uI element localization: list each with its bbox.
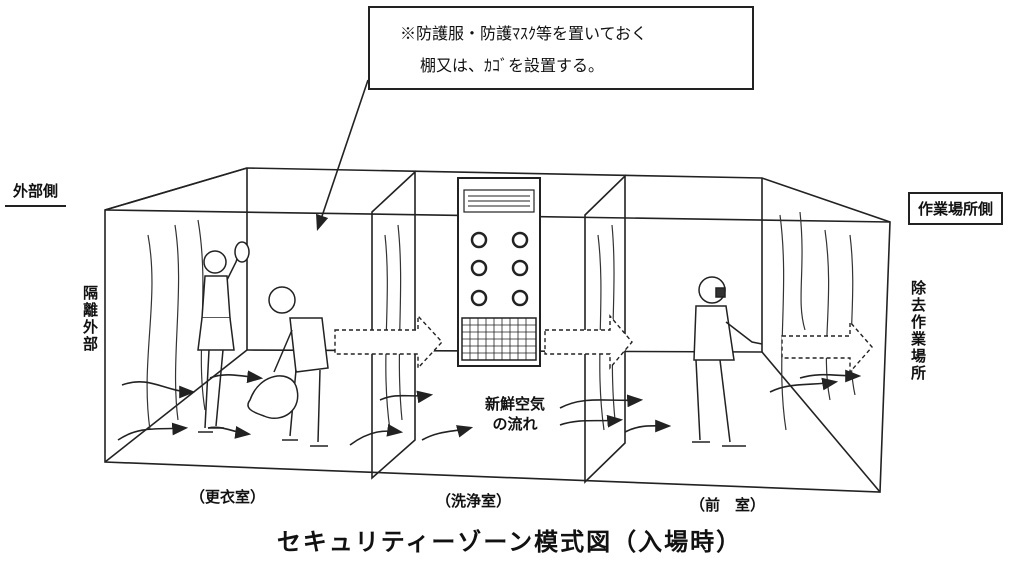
person-crouching-icon: [247, 286, 329, 447]
airflow-label-line-2: の流れ: [492, 415, 538, 433]
block-arrow-1: [334, 314, 443, 370]
diagram-title: セキュリティーゾーン模式図（入場時）: [276, 528, 743, 556]
airflow-label: 新鮮空気 の流れ: [470, 394, 560, 434]
partition-walls: [371, 170, 626, 484]
worksite-side-label: 作業場所側: [908, 192, 1004, 225]
callout-pointer: [316, 79, 369, 232]
room-label-washing-text: （洗浄室）: [436, 492, 512, 510]
callout-line-1: ※防護服・防護ﾏｽｸ等を置いておく: [400, 24, 648, 43]
block-arrow-2: [544, 314, 633, 370]
air-purifier-unit: [457, 177, 541, 367]
right-vertical-label: 除去作業場所: [909, 280, 927, 382]
partition-right: [584, 174, 626, 484]
person-changing-icon: [197, 241, 250, 433]
partition-left: [371, 170, 416, 480]
person-protective-gear-icon: [692, 276, 763, 447]
airflow-block-arrows: [334, 314, 873, 374]
room-label-changing-text: （更衣室）: [190, 488, 266, 506]
callout-note: ※防護服・防護ﾏｽｸ等を置いておく 棚又は、ｶｺﾞを設置する。: [368, 6, 754, 90]
callout-line-2: 棚又は、ｶｺﾞを設置する。: [420, 56, 605, 75]
airflow-label-line-1: 新鮮空気: [484, 395, 545, 413]
block-arrow-3: [781, 320, 873, 374]
room-label-front-text: （前 室）: [690, 496, 766, 514]
outside-side-label: 外部側: [5, 176, 67, 207]
left-vertical-label: 隔離外部: [81, 285, 99, 353]
